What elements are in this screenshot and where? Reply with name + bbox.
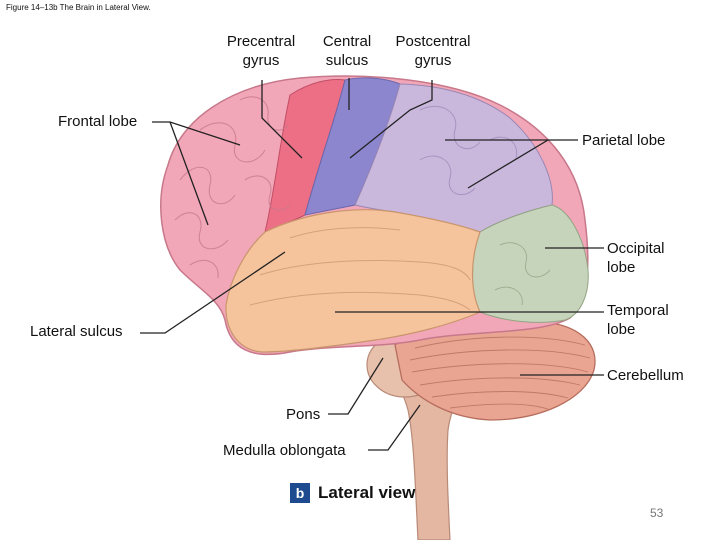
occipital-lobe-region bbox=[472, 204, 589, 323]
medulla-oblongata-label: Medulla oblongata bbox=[223, 442, 346, 459]
cerebellum-label: Cerebellum bbox=[607, 367, 684, 384]
frontal-gyri bbox=[174, 96, 291, 279]
panel-badge: b bbox=[290, 483, 310, 503]
parietal-lobe-label: Parietal lobe bbox=[582, 132, 666, 149]
central-sulcus-label: Central sulcus bbox=[313, 32, 381, 70]
temporal-lobe-label: Temporal lobe bbox=[607, 301, 669, 339]
leader-frontal-lobe-2 bbox=[169, 121, 209, 226]
postcentral-gyrus-line-1: Postcentral bbox=[395, 33, 471, 50]
temporal-gyri bbox=[249, 227, 471, 311]
precentral-gyrus-line-1: Precentral bbox=[226, 33, 296, 50]
figure-caption: b Lateral view bbox=[290, 483, 415, 503]
temporal-lobe-line-1: Temporal bbox=[607, 302, 669, 319]
leader-medulla bbox=[368, 404, 421, 451]
postcentral-gyrus-label: Postcentral gyrus bbox=[385, 32, 481, 70]
leader-pons bbox=[328, 357, 384, 415]
central-sulcus-line-2: sulcus bbox=[325, 52, 369, 69]
temporal-lobe-line-2: lobe bbox=[607, 321, 636, 338]
precentral-gyrus-label: Precentral gyrus bbox=[218, 32, 304, 70]
occipital-lobe-line-2: lobe bbox=[607, 259, 636, 276]
caption-text: Lateral view bbox=[318, 483, 416, 502]
lateral-sulcus-label: Lateral sulcus bbox=[30, 323, 123, 340]
central-sulcus-line-1: Central bbox=[322, 33, 372, 50]
temporal-lobe-region bbox=[225, 209, 481, 353]
leader-postcentral-gyrus bbox=[349, 80, 433, 159]
postcentral-gyrus-line-2: gyrus bbox=[414, 52, 452, 69]
frontal-lobe-label: Frontal lobe bbox=[58, 113, 138, 130]
pons-label: Pons bbox=[286, 406, 321, 423]
figure-title: Figure 14–13b The Brain in Lateral View. bbox=[6, 3, 151, 12]
leader-lateral-sulcus bbox=[140, 251, 286, 334]
occipital-lobe-label: Occipital lobe bbox=[607, 239, 665, 277]
occipital-lobe-line-1: Occipital bbox=[607, 240, 665, 257]
precentral-gyrus-line-2: gyrus bbox=[242, 52, 280, 69]
leader-precentral-gyrus bbox=[261, 80, 303, 159]
page-number: 53 bbox=[650, 506, 664, 520]
occipital-gyri bbox=[494, 242, 551, 306]
